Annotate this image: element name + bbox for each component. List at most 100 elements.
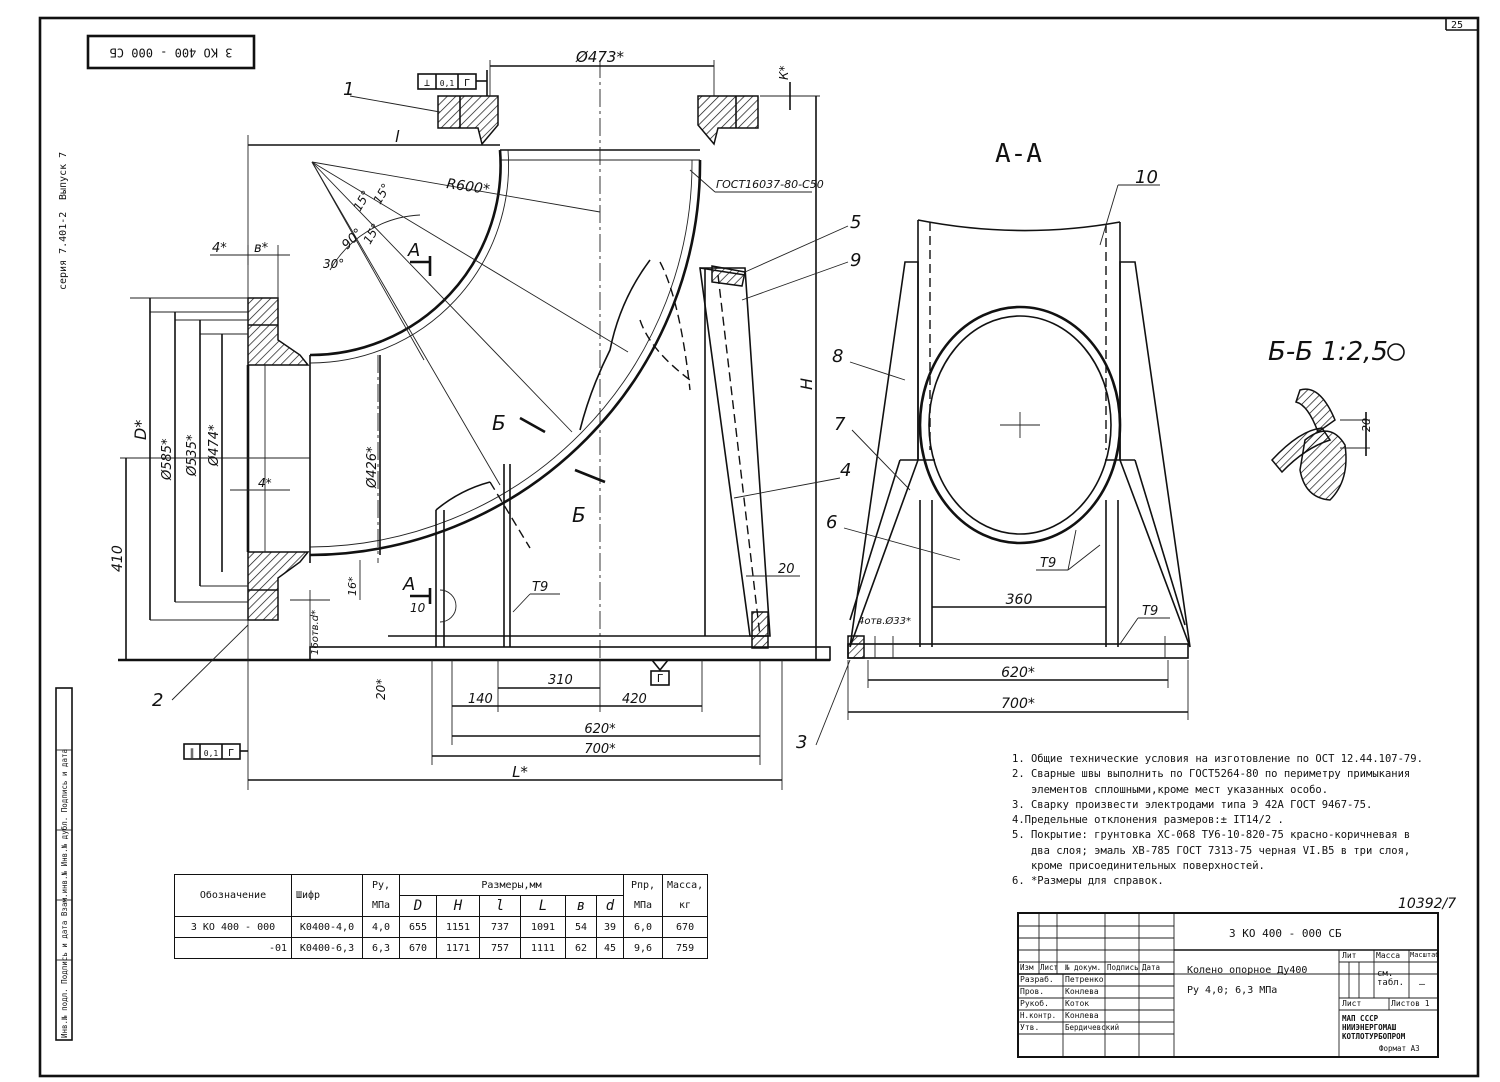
th-D: D (399, 895, 437, 917)
th-mass: Масса, (661, 874, 709, 896)
col-mass: Масса (1376, 951, 1401, 960)
sheet-frame (38, 16, 1480, 1078)
dim-16: 16* (346, 576, 359, 596)
dim-a15b: 15° (370, 181, 393, 206)
dim-aa-620: 620* (1001, 665, 1035, 681)
role-1: Разраб. (1020, 975, 1054, 984)
cut-a-bottom: А (402, 574, 415, 595)
title-block-grid (1019, 914, 1437, 1056)
cell: 6,3 (362, 937, 400, 959)
th-L: L (520, 895, 566, 917)
hdr-date: Дата (1142, 963, 1161, 972)
pipe-section-inner (928, 315, 1112, 535)
section-aa-title: А-А (995, 139, 1042, 169)
left-flange-top (247, 297, 310, 366)
handwritten-number: 10392/7 (1398, 896, 1456, 912)
dim-700: 700* (584, 742, 616, 757)
section-bb-title: Б-Б 1:2,5 (1268, 337, 1388, 367)
cell: 39 (596, 916, 624, 938)
dim-10: 10 (410, 601, 426, 615)
th-l: l (479, 895, 521, 917)
cell: 1111 (520, 937, 566, 959)
th-mass-unit: кг (661, 895, 709, 917)
dim-aa-360: 360 (1006, 592, 1033, 608)
cell: 6,0 (623, 916, 663, 938)
tol-top-base: Г (464, 78, 470, 89)
cell: 1151 (436, 916, 480, 938)
tol-bottom-value: 0,1 (204, 749, 219, 758)
callout-2: 2 (152, 690, 163, 711)
side-signature-text: Инв.№ подл. Подпись и дата Взам.инв.№ Ин… (60, 749, 69, 1038)
callouts-main: 1 2 5 9 4 (152, 79, 861, 711)
cell: 737 (479, 916, 521, 938)
callout-8: 8 (832, 346, 843, 367)
th-designation: Обозначение (174, 874, 292, 917)
dim-holes: 16отв.d* (310, 610, 321, 655)
dim-20b: 20* (374, 679, 388, 700)
role-3: Рукоб. (1020, 999, 1049, 1008)
th-b: в (565, 895, 597, 917)
dim-d585: Ø585* (160, 438, 175, 481)
cell: 4,0 (362, 916, 400, 938)
view-g-marker (650, 659, 670, 672)
title-name-1: Колено опорное Ду400 (1187, 965, 1308, 976)
side-signature-strip (55, 687, 73, 1041)
spec-table: Обозначение Шифр Ру, Размеры,мм Рпр, Мас… (174, 874, 709, 959)
cell: К0400-4,0 (291, 916, 363, 938)
note-1: 1. Общие технические условия на изготовл… (1012, 753, 1423, 765)
callout-9: 9 (850, 250, 861, 271)
dim-b: в* (254, 241, 269, 256)
dim-l: l (395, 127, 400, 146)
cell: 757 (479, 937, 521, 959)
sheets-label: Листов 1 (1391, 999, 1430, 1008)
note-4: 4.Предельные отклонения размеров:± IT14/… (1012, 814, 1284, 827)
dim-d426: Ø426* (365, 446, 380, 489)
bottom-dim-extension-lines (247, 620, 783, 790)
elbow-outer-arc (309, 159, 702, 557)
dim-H: H (797, 378, 816, 390)
cell: 655 (399, 916, 437, 938)
dim-a30: 30° (323, 257, 344, 271)
left-flange-bottom (247, 551, 310, 621)
angle-rays (311, 161, 629, 486)
base-plate (309, 646, 831, 661)
top-code: 3 КО 400 - 000 СБ (110, 46, 233, 60)
section-bb: Б-Б 1:2,5 20 (1268, 337, 1405, 501)
name-2: Конлева (1065, 987, 1099, 996)
dim-k: К* (777, 65, 791, 80)
weld-t9-c: Т9 (1142, 604, 1158, 619)
series-label: серия 7.401-2 (58, 212, 69, 290)
dim-L: L* (512, 763, 528, 781)
main-view: ⊥ 0,1 Г Ø473* К* l ГОСТ16037-80-С50 (110, 48, 831, 790)
dim-d473: Ø473* (575, 48, 624, 66)
name-1: Петренко (1065, 975, 1104, 984)
dim-4-mid: 4* (258, 476, 272, 490)
table-row: -01 К0400-6,3 6,3 670 1171 757 1111 62 4… (174, 937, 709, 959)
col-lit: Лит (1342, 951, 1357, 960)
cut-b-2: Б (572, 503, 586, 527)
technical-notes: 1. Общие технические условия на изготовл… (1012, 752, 1432, 890)
tolerance-frame-bottom: ∥ 0,1 Г (183, 743, 248, 760)
top-flange-right (697, 95, 759, 146)
th-rpr-unit: МПа (623, 895, 663, 917)
mass-value: см. табл. (1377, 969, 1405, 988)
note-5: 5. Покрытие: грунтовка ХС-068 ТУ6-10-820… (1012, 829, 1411, 842)
weld-gost: ГОСТ16037-80-С50 (716, 178, 824, 191)
hdr-sign: Подпись (1107, 963, 1139, 972)
cell: -01 (174, 937, 292, 959)
tolerance-frame-top: ⊥ 0,1 Г (417, 70, 488, 96)
th-dims: Размеры,мм (399, 874, 624, 896)
role-4: Н.контр. (1020, 1011, 1057, 1020)
dim-bb-20: 20 (1360, 418, 1373, 432)
hdr-izm: Изм (1020, 963, 1034, 972)
dim-620: 620* (584, 722, 616, 737)
title-doc-code: 3 КО 400 - 000 СБ (1229, 927, 1342, 940)
note-2: 2. Сварные швы выполнить по ГОСТ5264-80 … (1012, 768, 1411, 781)
tol-bottom-base: Г (228, 748, 234, 759)
th-d: d (596, 895, 624, 917)
cell: 45 (596, 937, 624, 959)
dim-20: 20 (778, 562, 795, 577)
weld-t9-b: Т9 (1040, 556, 1056, 571)
dim-420: 420 (622, 692, 647, 707)
